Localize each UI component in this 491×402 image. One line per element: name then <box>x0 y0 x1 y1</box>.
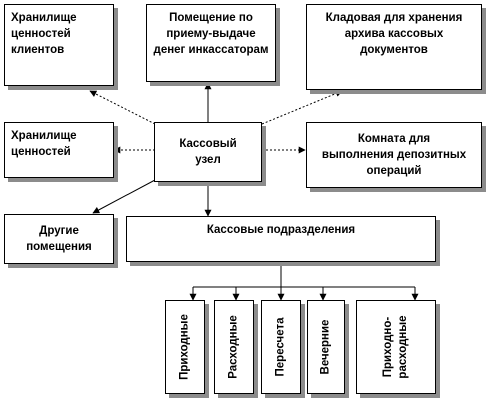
unit-incoming-label: Приходные <box>178 314 191 380</box>
node-cash-office: Кассовый узел <box>154 122 262 182</box>
unit-evening: Вечерние <box>307 300 345 394</box>
arrow-center-to-bottom-left <box>92 179 156 214</box>
node-other-premises: Другие помещения <box>4 214 114 264</box>
arrow-center-to-top-left <box>89 90 156 125</box>
unit-incoming: Приходные <box>165 300 205 394</box>
unit-counting: Пересчета <box>261 300 301 394</box>
unit-evening-label: Вечерние <box>319 319 332 375</box>
unit-counting-label: Пересчета <box>274 317 287 377</box>
node-client-vault: Хранилище ценностей клиентов <box>4 4 114 86</box>
node-collector-room: Помещение по приему-выдаче денег инкасса… <box>146 4 276 82</box>
node-deposit-room: Комната для выполнения депозитных операц… <box>306 122 482 188</box>
unit-incoming-outgoing: Приходно- расходные <box>356 300 436 394</box>
node-archive-storeroom: Кладовая для хранения архива кассовых до… <box>306 4 482 90</box>
unit-outgoing-label: Расходные <box>227 315 240 379</box>
node-vault: Хранилище ценностей <box>4 122 114 178</box>
unit-outgoing: Расходные <box>214 300 254 394</box>
unit-incoming-outgoing-label: Приходно- расходные <box>382 315 409 379</box>
node-cash-subdivisions: Кассовые подразделения <box>126 216 436 262</box>
arrow-center-to-top-right <box>261 90 343 125</box>
